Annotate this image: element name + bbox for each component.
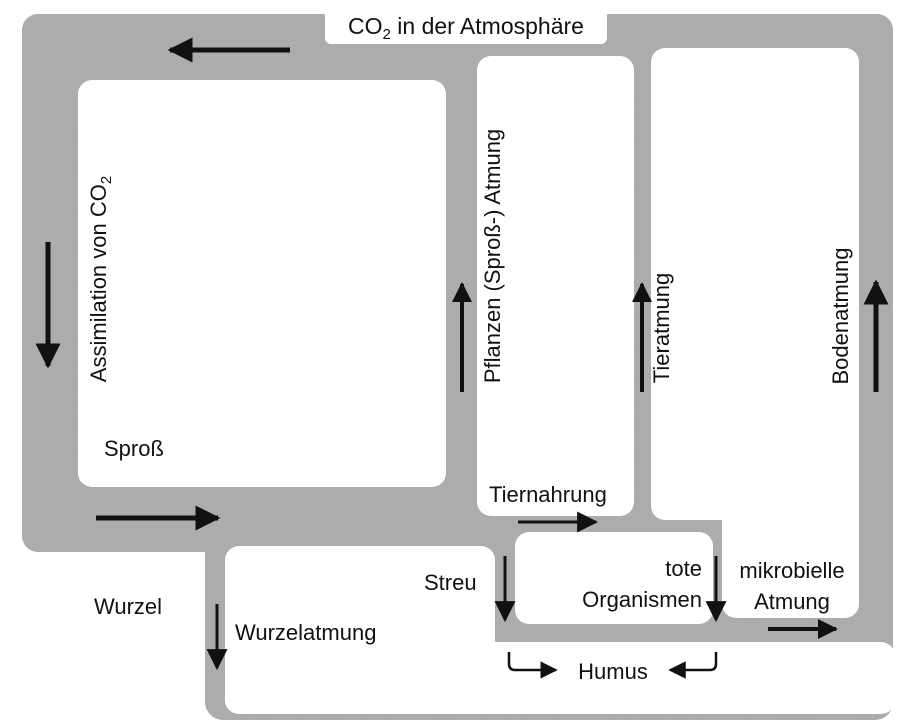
humus-bracket-left — [507, 652, 558, 679]
tieratmung-label: Tieratmung — [649, 273, 674, 383]
streu-label: Streu — [424, 570, 477, 595]
spross-box — [78, 80, 446, 487]
tote-organismen-box — [515, 532, 713, 624]
atmung-label: Atmung — [754, 589, 830, 614]
humus-label: Humus — [578, 659, 648, 684]
spross-label: Sproß — [104, 436, 164, 461]
wurzel-label: Wurzel — [94, 594, 162, 619]
tiernahrung-label: Tiernahrung — [489, 482, 607, 507]
organismen-label: Organismen — [582, 587, 702, 612]
bodenatmung-label: Bodenatmung — [828, 248, 853, 385]
humus-bracket-right — [668, 652, 718, 679]
atmosphere-title: CO2 in der Atmosphäre — [348, 13, 584, 43]
title-box — [325, 8, 607, 44]
assimilation-label: Assimilation von CO2 — [86, 176, 115, 382]
humus-box — [225, 642, 895, 714]
wurzelatmung-label: Wurzelatmung — [235, 620, 376, 645]
bodenatmung-column — [722, 48, 859, 618]
mikrobielle-label: mikrobielle — [739, 558, 844, 583]
wurzel-outer-area — [0, 552, 205, 725]
pflanzen-atmung-box — [477, 56, 634, 516]
tote-label: tote — [665, 556, 702, 581]
pflanzen-atmung-label: Pflanzen (Sproß-) Atmung — [480, 129, 505, 383]
